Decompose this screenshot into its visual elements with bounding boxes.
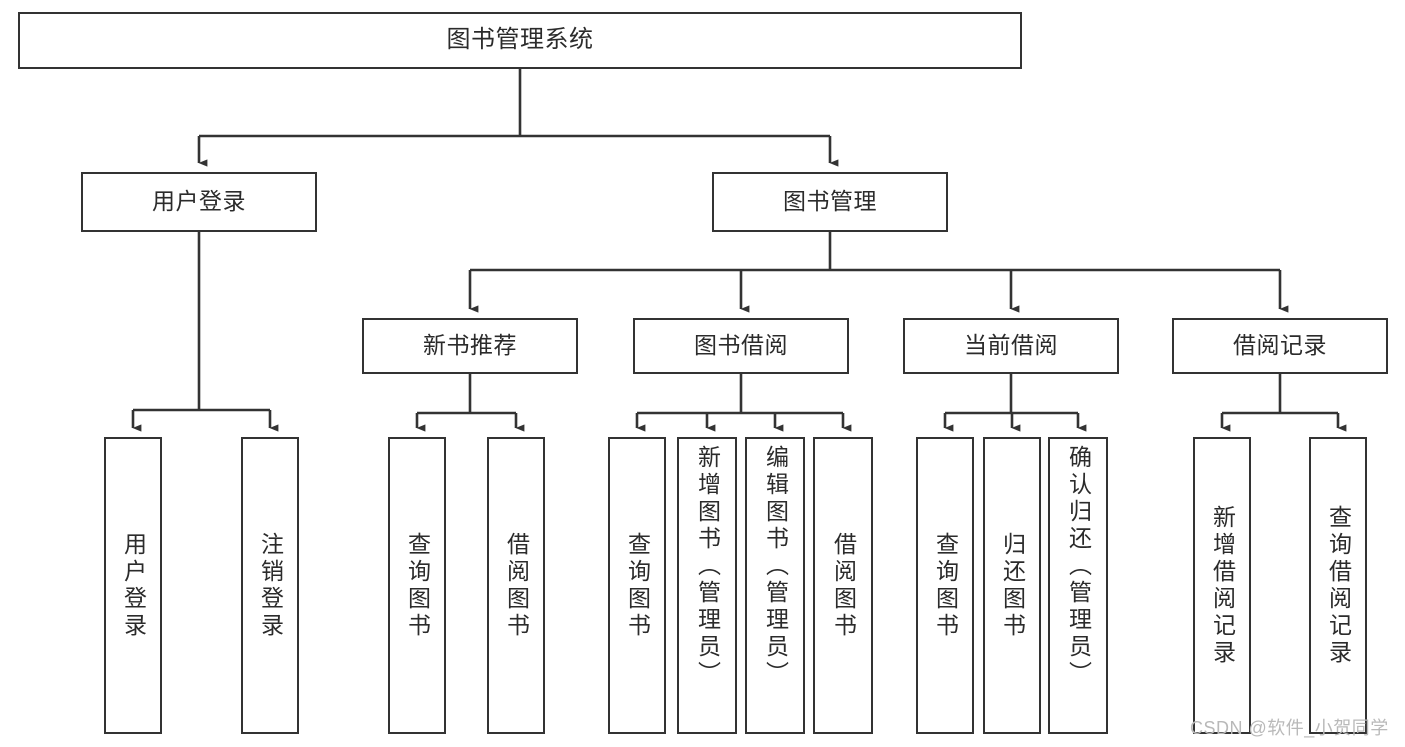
node-label: 借阅图书	[503, 531, 530, 640]
node-label: 图书借阅	[694, 332, 788, 359]
node-label: 查询图书	[404, 531, 431, 640]
node-leaf-current-query[interactable]: 查询图书	[916, 437, 974, 734]
node-label: 新书推荐	[423, 332, 517, 359]
node-leaf-record-add[interactable]: 新增借阅记录	[1193, 437, 1251, 734]
node-label: 借阅记录	[1233, 332, 1327, 359]
node-leaf-current-confirm[interactable]: 确认归还（管理员）	[1048, 437, 1108, 734]
node-leaf-new-borrow[interactable]: 借阅图书	[487, 437, 545, 734]
node-label: 查询图书	[932, 531, 959, 640]
node-root[interactable]: 图书管理系统	[18, 12, 1022, 69]
node-l2-book[interactable]: 图书管理	[712, 172, 948, 232]
node-leaf-record-query[interactable]: 查询借阅记录	[1309, 437, 1367, 734]
node-label: 注销登录	[257, 531, 284, 640]
node-label: 新增图书（管理员）	[694, 445, 721, 688]
watermark-credit: CSDN @软件_小贺同学	[1190, 718, 1389, 738]
node-leaf-current-return[interactable]: 归还图书	[983, 437, 1041, 734]
node-leaf-user-logout[interactable]: 注销登录	[241, 437, 299, 734]
node-leaf-borrow-edit[interactable]: 编辑图书（管理员）	[745, 437, 805, 734]
node-label: 图书管理	[783, 188, 877, 215]
node-label: 归还图书	[999, 531, 1026, 640]
node-l3-record[interactable]: 借阅记录	[1172, 318, 1388, 374]
node-label: 查询借阅记录	[1325, 504, 1352, 667]
node-leaf-borrow-add[interactable]: 新增图书（管理员）	[677, 437, 737, 734]
node-leaf-user-login[interactable]: 用户登录	[104, 437, 162, 734]
node-l3-new[interactable]: 新书推荐	[362, 318, 578, 374]
node-leaf-new-query[interactable]: 查询图书	[388, 437, 446, 734]
node-label: 用户登录	[152, 188, 246, 215]
node-label: 当前借阅	[964, 332, 1058, 359]
node-l3-current[interactable]: 当前借阅	[903, 318, 1119, 374]
node-label: 借阅图书	[830, 531, 857, 640]
node-leaf-borrow-query[interactable]: 查询图书	[608, 437, 666, 734]
node-leaf-borrow-lend[interactable]: 借阅图书	[813, 437, 873, 734]
node-label: 用户登录	[120, 531, 147, 640]
node-l3-borrow[interactable]: 图书借阅	[633, 318, 849, 374]
node-label: 图书管理系统	[446, 26, 594, 54]
node-label: 查询图书	[624, 531, 651, 640]
node-label: 确认归还（管理员）	[1065, 445, 1092, 688]
node-label: 新增借阅记录	[1209, 504, 1236, 667]
node-l2-user[interactable]: 用户登录	[81, 172, 317, 232]
node-label: 编辑图书（管理员）	[762, 445, 789, 688]
